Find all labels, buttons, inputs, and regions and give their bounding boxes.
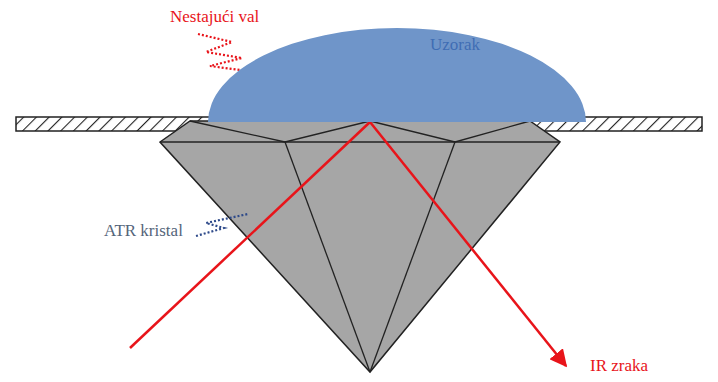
- sample-shape: [208, 10, 586, 122]
- part-label: ATR kristal: [104, 222, 183, 241]
- sample-label: Uzorak: [430, 36, 480, 55]
- atr-crystal: [160, 121, 560, 372]
- callout-label: IR zraka: [590, 357, 648, 376]
- callout-label: Nestajući val: [170, 8, 259, 27]
- sample-drop: Uzorak: [208, 10, 586, 122]
- crystal-facets: [160, 121, 560, 372]
- ir-ray: [370, 122, 566, 366]
- sample-ellipse: [208, 28, 586, 122]
- leader-line: [196, 214, 248, 236]
